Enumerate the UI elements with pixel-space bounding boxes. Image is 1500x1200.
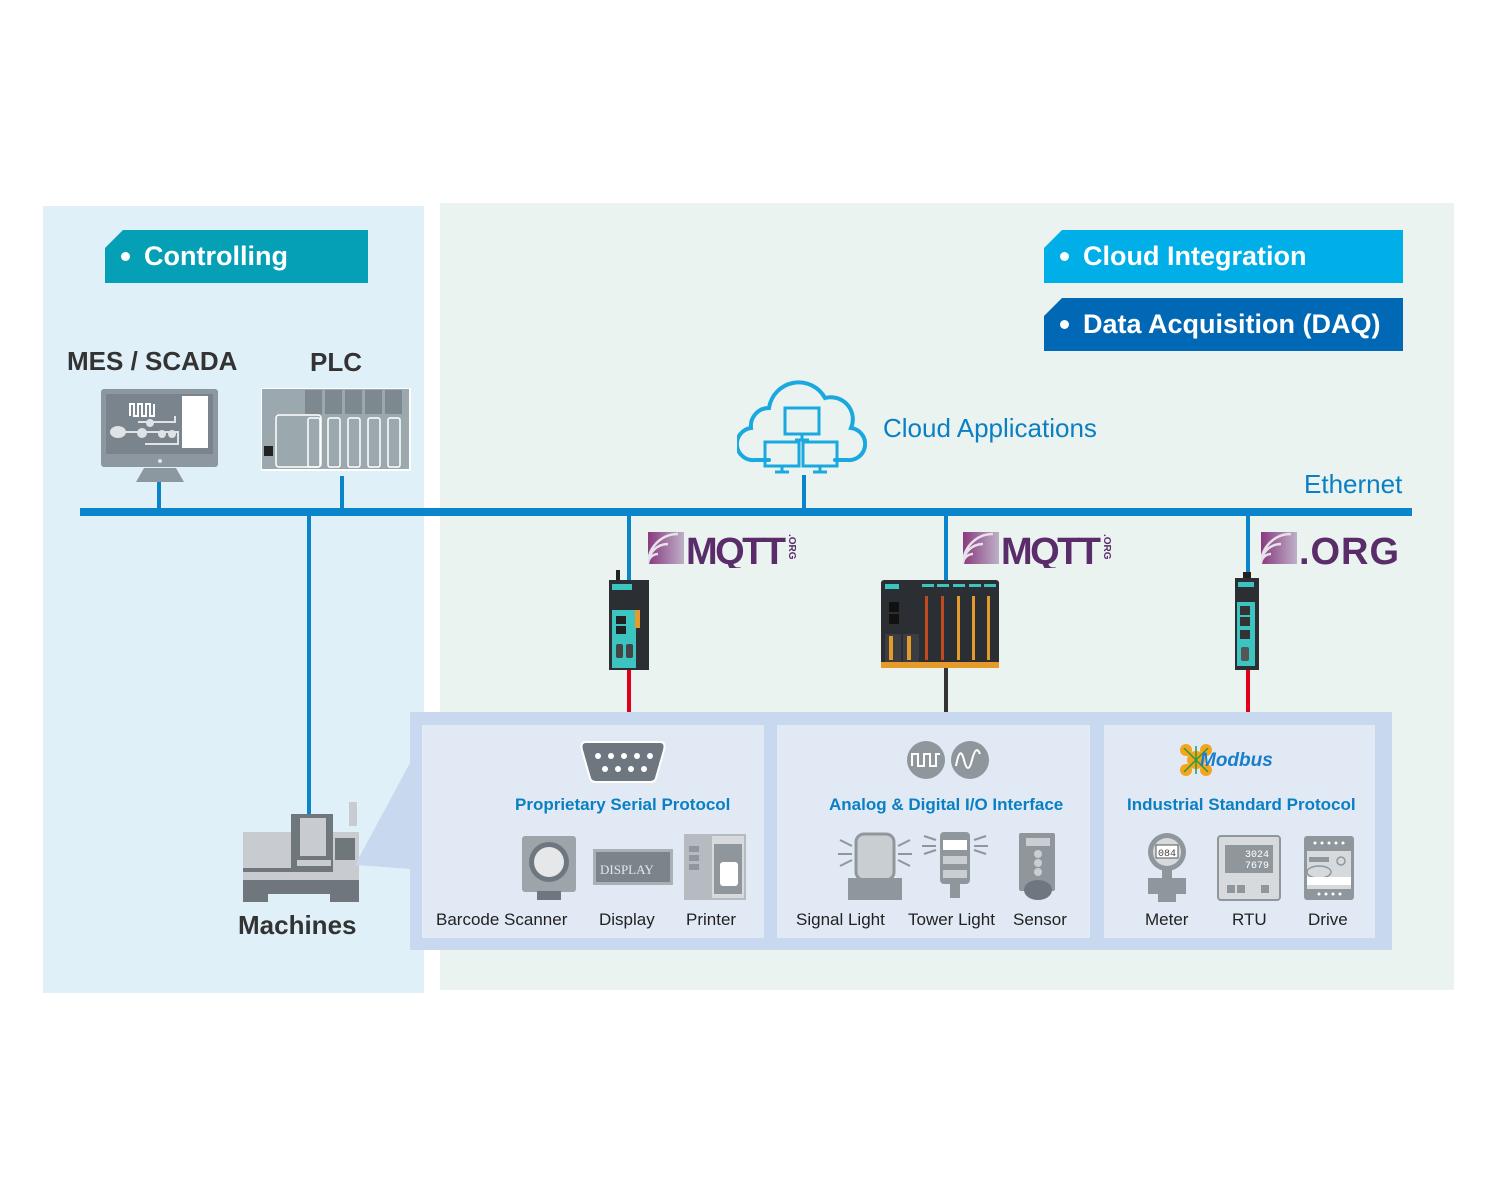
modbus-gateway-device-icon [1235, 572, 1259, 670]
gateway1-ethernet-line [627, 514, 631, 580]
cloud-applications-icon [737, 380, 867, 474]
industrial-protocol-section [1104, 725, 1375, 938]
device-label-tower-light: Tower Light [908, 910, 995, 929]
gateway1-serial-line [627, 670, 631, 714]
tower-light-icon [922, 832, 988, 898]
industrial-protocol-title: Industrial Standard Protocol [1127, 795, 1356, 814]
signal-light-icon [838, 832, 912, 900]
mes-scada-monitor-icon [101, 389, 218, 482]
mqtt-logo-text: MQTT [686, 531, 786, 568]
rtu-readout-line1: 3024 [1245, 850, 1269, 861]
gateway2-ethernet-line [1246, 514, 1250, 576]
display-screen-text: DISPLAY [600, 862, 654, 877]
callout-pointer [355, 735, 425, 870]
drive-icon [1304, 836, 1354, 900]
barcode-scanner-icon [522, 836, 576, 900]
mqtt-org-text: .ORG [1101, 534, 1112, 560]
meter-readout-text: 084 [1158, 849, 1176, 860]
analog-digital-signal-icon [907, 741, 989, 779]
sensor-icon [1019, 833, 1055, 900]
gateway2-serial-line [1246, 670, 1250, 714]
display-device-icon: DISPLAY [593, 849, 673, 885]
plc-device-icon [261, 388, 411, 471]
device-label-printer: Printer [686, 910, 737, 929]
mqtt-logo-icon: MQTT .ORG [963, 531, 1112, 568]
ethernet-bus-line [80, 508, 1412, 516]
device-label-rtu: RTU [1232, 910, 1267, 929]
mqtt-logo-icon: MQTT .ORG [648, 531, 797, 568]
io-controller-io-line [944, 668, 948, 714]
bullet-icon [121, 252, 130, 261]
controlling-panel [43, 206, 424, 993]
machines-connector-line [307, 514, 311, 814]
controlling-tag: Controlling [105, 230, 368, 283]
mqtt-logo-text: MQTT [1001, 531, 1101, 568]
meter-icon: 084 [1148, 833, 1186, 902]
mqtt-logo-text: .ORG [1299, 531, 1399, 568]
daq-tag: Data Acquisition (DAQ) [1044, 298, 1403, 351]
io-controller-ethernet-line [944, 514, 948, 580]
ethernet-label: Ethernet [1304, 469, 1403, 499]
modbus-logo-text: Modbus [1200, 750, 1273, 771]
device-label-drive: Drive [1308, 910, 1348, 929]
mqtt-org-text: .ORG [786, 534, 797, 560]
cloud-applications-label: Cloud Applications [883, 413, 1097, 443]
plc-connector-line [340, 476, 344, 510]
device-label-display: Display [599, 910, 655, 929]
machine-cnc-icon [243, 802, 359, 902]
daq-tag-label: Data Acquisition (DAQ) [1083, 309, 1381, 339]
rtu-readout-line2: 7679 [1245, 861, 1269, 872]
mes-scada-label: MES / SCADA [67, 346, 238, 376]
device-label-barcode-scanner: Barcode Scanner [436, 910, 568, 929]
cloud-integration-tag-label: Cloud Integration [1083, 241, 1307, 271]
plc-label: PLC [310, 347, 362, 377]
serial-gateway-device-icon [609, 570, 649, 670]
db9-serial-port-icon [580, 741, 666, 783]
bullet-icon [1060, 320, 1069, 329]
rtu-icon: 3024 7679 [1217, 835, 1281, 901]
bullet-icon [1060, 252, 1069, 261]
cloud-integration-tag: Cloud Integration [1044, 230, 1403, 283]
mes-connector-line [157, 482, 161, 510]
device-label-meter: Meter [1145, 910, 1189, 929]
device-label-signal-light: Signal Light [796, 910, 885, 929]
serial-protocol-title: Proprietary Serial Protocol [515, 795, 731, 814]
io-interface-title: Analog & Digital I/O Interface [829, 795, 1064, 814]
controlling-tag-label: Controlling [144, 241, 288, 271]
machines-label: Machines [238, 910, 357, 940]
device-label-sensor: Sensor [1013, 910, 1067, 929]
mqtt-logo-icon: .ORG [1261, 531, 1399, 568]
io-controller-device-icon [881, 580, 999, 668]
modbus-logo-icon [1180, 744, 1212, 776]
cloud-connector-line [802, 475, 806, 510]
printer-icon [684, 834, 746, 900]
